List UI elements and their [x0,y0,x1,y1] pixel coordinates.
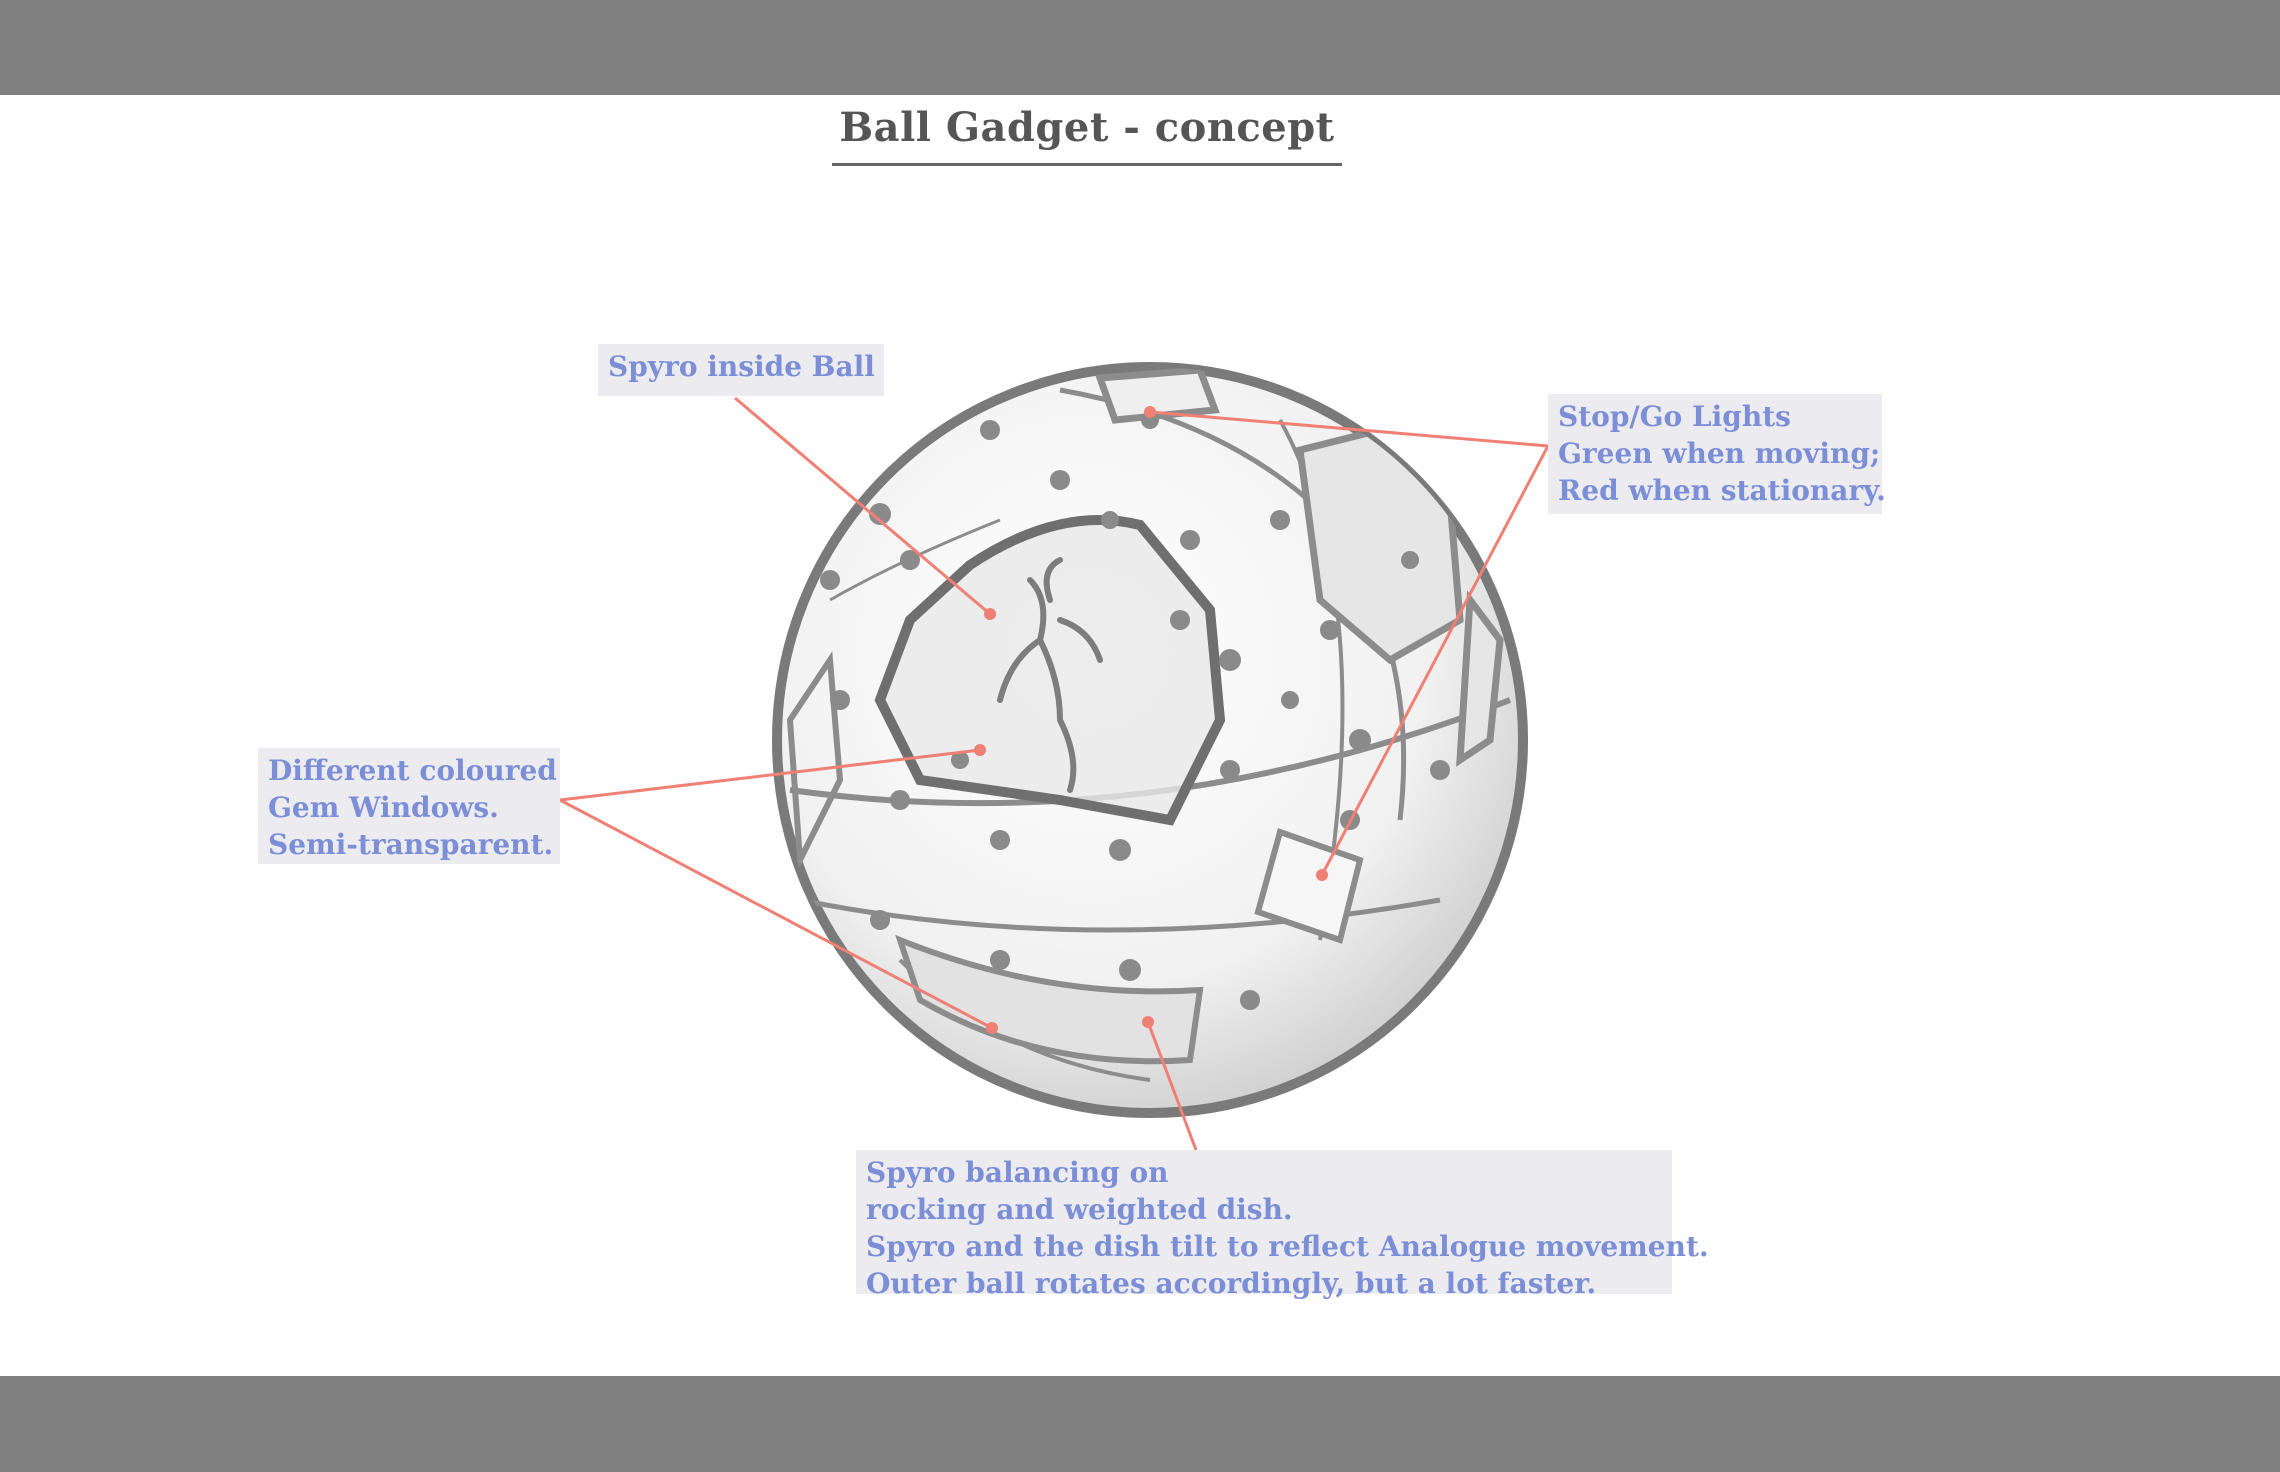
callout-spyro-inside-ball: Spyro inside Ball [598,344,884,396]
callout-line: Different coloured [268,754,557,787]
callout-line: Spyro inside Ball [608,350,875,383]
callout-stop-go-lights: Stop/Go Lights Green when moving; Red wh… [1548,394,1886,514]
callout-line: Gem Windows. [268,791,499,824]
dot-gem-bottom [986,1022,998,1034]
dot-dish [1142,1016,1154,1028]
dot-light-bottom [1316,869,1328,881]
callout-line: Semi-transparent. [268,828,554,861]
callout-line: Stop/Go Lights [1558,400,1791,433]
dot-gem-top [974,744,986,756]
page-title: Ball Gadget - concept [839,104,1335,151]
callout-line: Green when moving; [1558,437,1881,470]
callout-line: Red when stationary. [1558,474,1886,507]
callout-line: rocking and weighted dish. [866,1193,1293,1226]
callout-line: Spyro and the dish tilt to reflect Analo… [866,1230,1709,1263]
leader-gem-window-top [559,748,981,802]
leader-lines [559,396,1550,1151]
bottom-frame-bar [0,1376,2280,1472]
leader-gem-window-bottom [559,798,993,1030]
leader-dish [1146,1021,1198,1151]
callout-balancing-dish: Spyro balancing on rocking and weighted … [856,1150,1709,1300]
dot-light-top [1144,406,1156,418]
dot-spyro [984,608,996,620]
callout-gem-windows: Different coloured Gem Windows. Semi-tra… [258,748,560,864]
leader-spyro-inside [734,396,991,616]
leader-stop-light-top [1149,410,1549,448]
leader-stop-light-bottom [1320,445,1550,876]
leader-dots [974,406,1328,1034]
title-underline [832,163,1342,166]
ball-illustration [772,362,1528,1118]
top-frame-bar [0,0,2280,95]
callout-line: Spyro balancing on [866,1156,1169,1189]
callout-line: Outer ball rotates accordingly, but a lo… [866,1267,1597,1300]
